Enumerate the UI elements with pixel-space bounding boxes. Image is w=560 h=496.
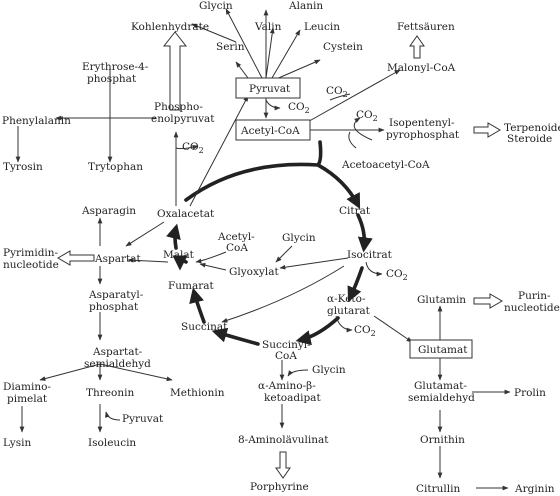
label-pep-1: Phospho-: [154, 101, 203, 113]
pathway-arrows: [15, 8, 511, 491]
label-isocitrat: Isocitrat: [347, 249, 393, 261]
label-isopentenyl-2: pyrophosphat: [386, 129, 460, 141]
label-glutamat: Glutamat: [418, 344, 468, 356]
label-isoleucin: Isoleucin: [88, 437, 136, 449]
label-pyruvat: Pyruvat: [249, 83, 291, 95]
label-aspartatsemi-2: semialdehyd: [84, 358, 151, 370]
label-arginin: Arginin: [514, 483, 555, 495]
label-cystein: Cystein: [323, 41, 363, 53]
label-methionin: Methionin: [170, 387, 225, 399]
label-tyrosin: Tyrosin: [3, 161, 43, 173]
cycle-arrow-ketoglutarat-to-succinylcoa: [295, 316, 340, 346]
label-terpenoide: Terpenoide: [504, 122, 560, 134]
label-asparagin: Asparagin: [81, 205, 136, 217]
label-ketoglutarat-2: glutarat: [327, 305, 371, 317]
cycle-arrow-succinat-to-fumarat: [189, 287, 206, 324]
open-arrow-to-purin: [473, 293, 503, 309]
label-threonin: Threonin: [86, 387, 134, 399]
cycle-arrow-isocitrat-to-ketoglutarat: [347, 266, 364, 303]
label-acetyl-small-1: Acetyl-: [217, 231, 255, 243]
label-glycin-top: Glycin: [199, 0, 233, 12]
label-glutamin: Glutamin: [417, 294, 466, 306]
label-succinyl-2: CoA: [275, 350, 297, 362]
cycle-arrow-malat-to-oxalacetat: [166, 223, 181, 250]
co2-label: CO2: [386, 268, 408, 282]
label-glutamatsemi-2: semialdehyd: [408, 392, 475, 404]
label-fettsaeuren: Fettsäuren: [397, 21, 455, 33]
label-erythrose-2: phosphat: [87, 73, 137, 85]
label-acetyl-small-2: CoA: [226, 242, 248, 254]
citric-acid-cycle: [166, 140, 373, 346]
label-aspartyl-2: phosphat: [89, 301, 139, 313]
label-aspartatsemi-1: Aspartat-: [92, 346, 143, 358]
label-ornithin: Ornithin: [420, 434, 465, 446]
label-oxalacetat: Oxalacetat: [157, 208, 215, 220]
label-aspartat: Aspartat: [94, 253, 141, 265]
open-arrow-to-terpenoide: [473, 122, 501, 138]
open-arrow-to-fettsaeuren: [409, 35, 425, 59]
label-succinat: Succinat: [181, 321, 228, 333]
open-arrow-to-pyrimidin: [57, 250, 95, 266]
label-citrat: Citrat: [339, 205, 371, 217]
label-phenylalanin: Phenylalanin: [2, 115, 71, 127]
label-alanin: Alanin: [288, 0, 323, 12]
co2-labels: CO2 CO2 CO2 CO2 CO2 CO2: [182, 85, 408, 338]
label-kohlenhydrate: Kohlenhydrate: [131, 21, 209, 33]
label-fumarat: Fumarat: [168, 280, 215, 292]
cycle-arrow-fumarat-to-malat: [172, 255, 188, 271]
label-tryptophan: Trytophan: [88, 161, 143, 173]
label-purin-2: nucleotide: [504, 302, 560, 314]
label-leucin: Leucin: [304, 21, 340, 33]
label-ketoglutarat-1: α-Keto-: [327, 293, 366, 305]
label-glutamatsemi-1: Glutamat-: [414, 380, 467, 392]
label-acetyl-coa: Acetyl-CoA: [240, 125, 300, 137]
label-acetoacetyl: Acetoacetyl-CoA: [341, 159, 430, 171]
label-malonyl-coa: Malonyl-CoA: [387, 62, 456, 74]
label-purin-1: Purin-: [518, 290, 551, 302]
label-glycin-mid: Glycin: [282, 232, 316, 244]
label-prolin: Prolin: [514, 387, 546, 399]
acetyl-coa-box: [235, 119, 311, 141]
label-isopentenyl-1: Isopentenyl-: [389, 117, 455, 129]
pyruvat-box: [235, 77, 301, 99]
open-arrow-to-porphyrine: [275, 451, 291, 479]
label-aminoketo-2: ketoadipat: [264, 392, 321, 404]
label-diaminopimelat-1: Diamino-: [3, 381, 51, 393]
open-arrow-to-kohlenhydrate: [162, 31, 188, 111]
label-pyruvat-small: Pyruvat: [122, 413, 164, 425]
label-erythrose-1: Erythrose-4-: [82, 61, 149, 73]
open-arrows: [57, 31, 503, 479]
label-diaminopimelat-2: pimelat: [7, 393, 48, 405]
label-citrullin: Citrullin: [416, 483, 460, 495]
label-aminoketo-1: α-Amino-β-: [258, 380, 316, 392]
co2-label: CO2: [326, 85, 348, 99]
co2-label: CO2: [354, 324, 376, 338]
label-malat: Malat: [163, 249, 195, 261]
cycle-arrow-succinylcoa-to-succinat: [211, 327, 260, 346]
label-glyoxylat: Glyoxylat: [229, 266, 279, 278]
label-aminolaevulinat: 8-Aminolävulinat: [238, 434, 329, 446]
label-aspartyl-1: Asparatyl-: [88, 289, 144, 301]
label-steroide: Steroide: [507, 133, 552, 145]
label-succinyl-1: Succinyl-: [262, 339, 311, 351]
label-glycin-low: Glycin: [312, 364, 346, 376]
co2-label: CO2: [288, 101, 310, 115]
cycle-arrow-acetylcoa-to-citrat: [315, 140, 361, 210]
label-serin: Serin: [216, 41, 245, 53]
label-pep-2: enolpyruvat: [151, 113, 215, 125]
cycle-arrow-citrat-to-isocitrat: [356, 213, 373, 253]
co2-label: CO2: [356, 109, 378, 123]
cycle-arrow-oxalacetat-to-citrat: [184, 162, 320, 202]
label-pyrimidin-1: Pyrimidin-: [3, 247, 59, 259]
co2-label: CO2: [182, 141, 204, 155]
glutamat-box: [409, 339, 473, 359]
label-pyrimidin-2: nucleotide: [3, 259, 59, 271]
label-porphyrine: Porphyrine: [250, 481, 309, 493]
label-valin: Valin: [254, 21, 282, 33]
label-lysin: Lysin: [3, 437, 31, 449]
